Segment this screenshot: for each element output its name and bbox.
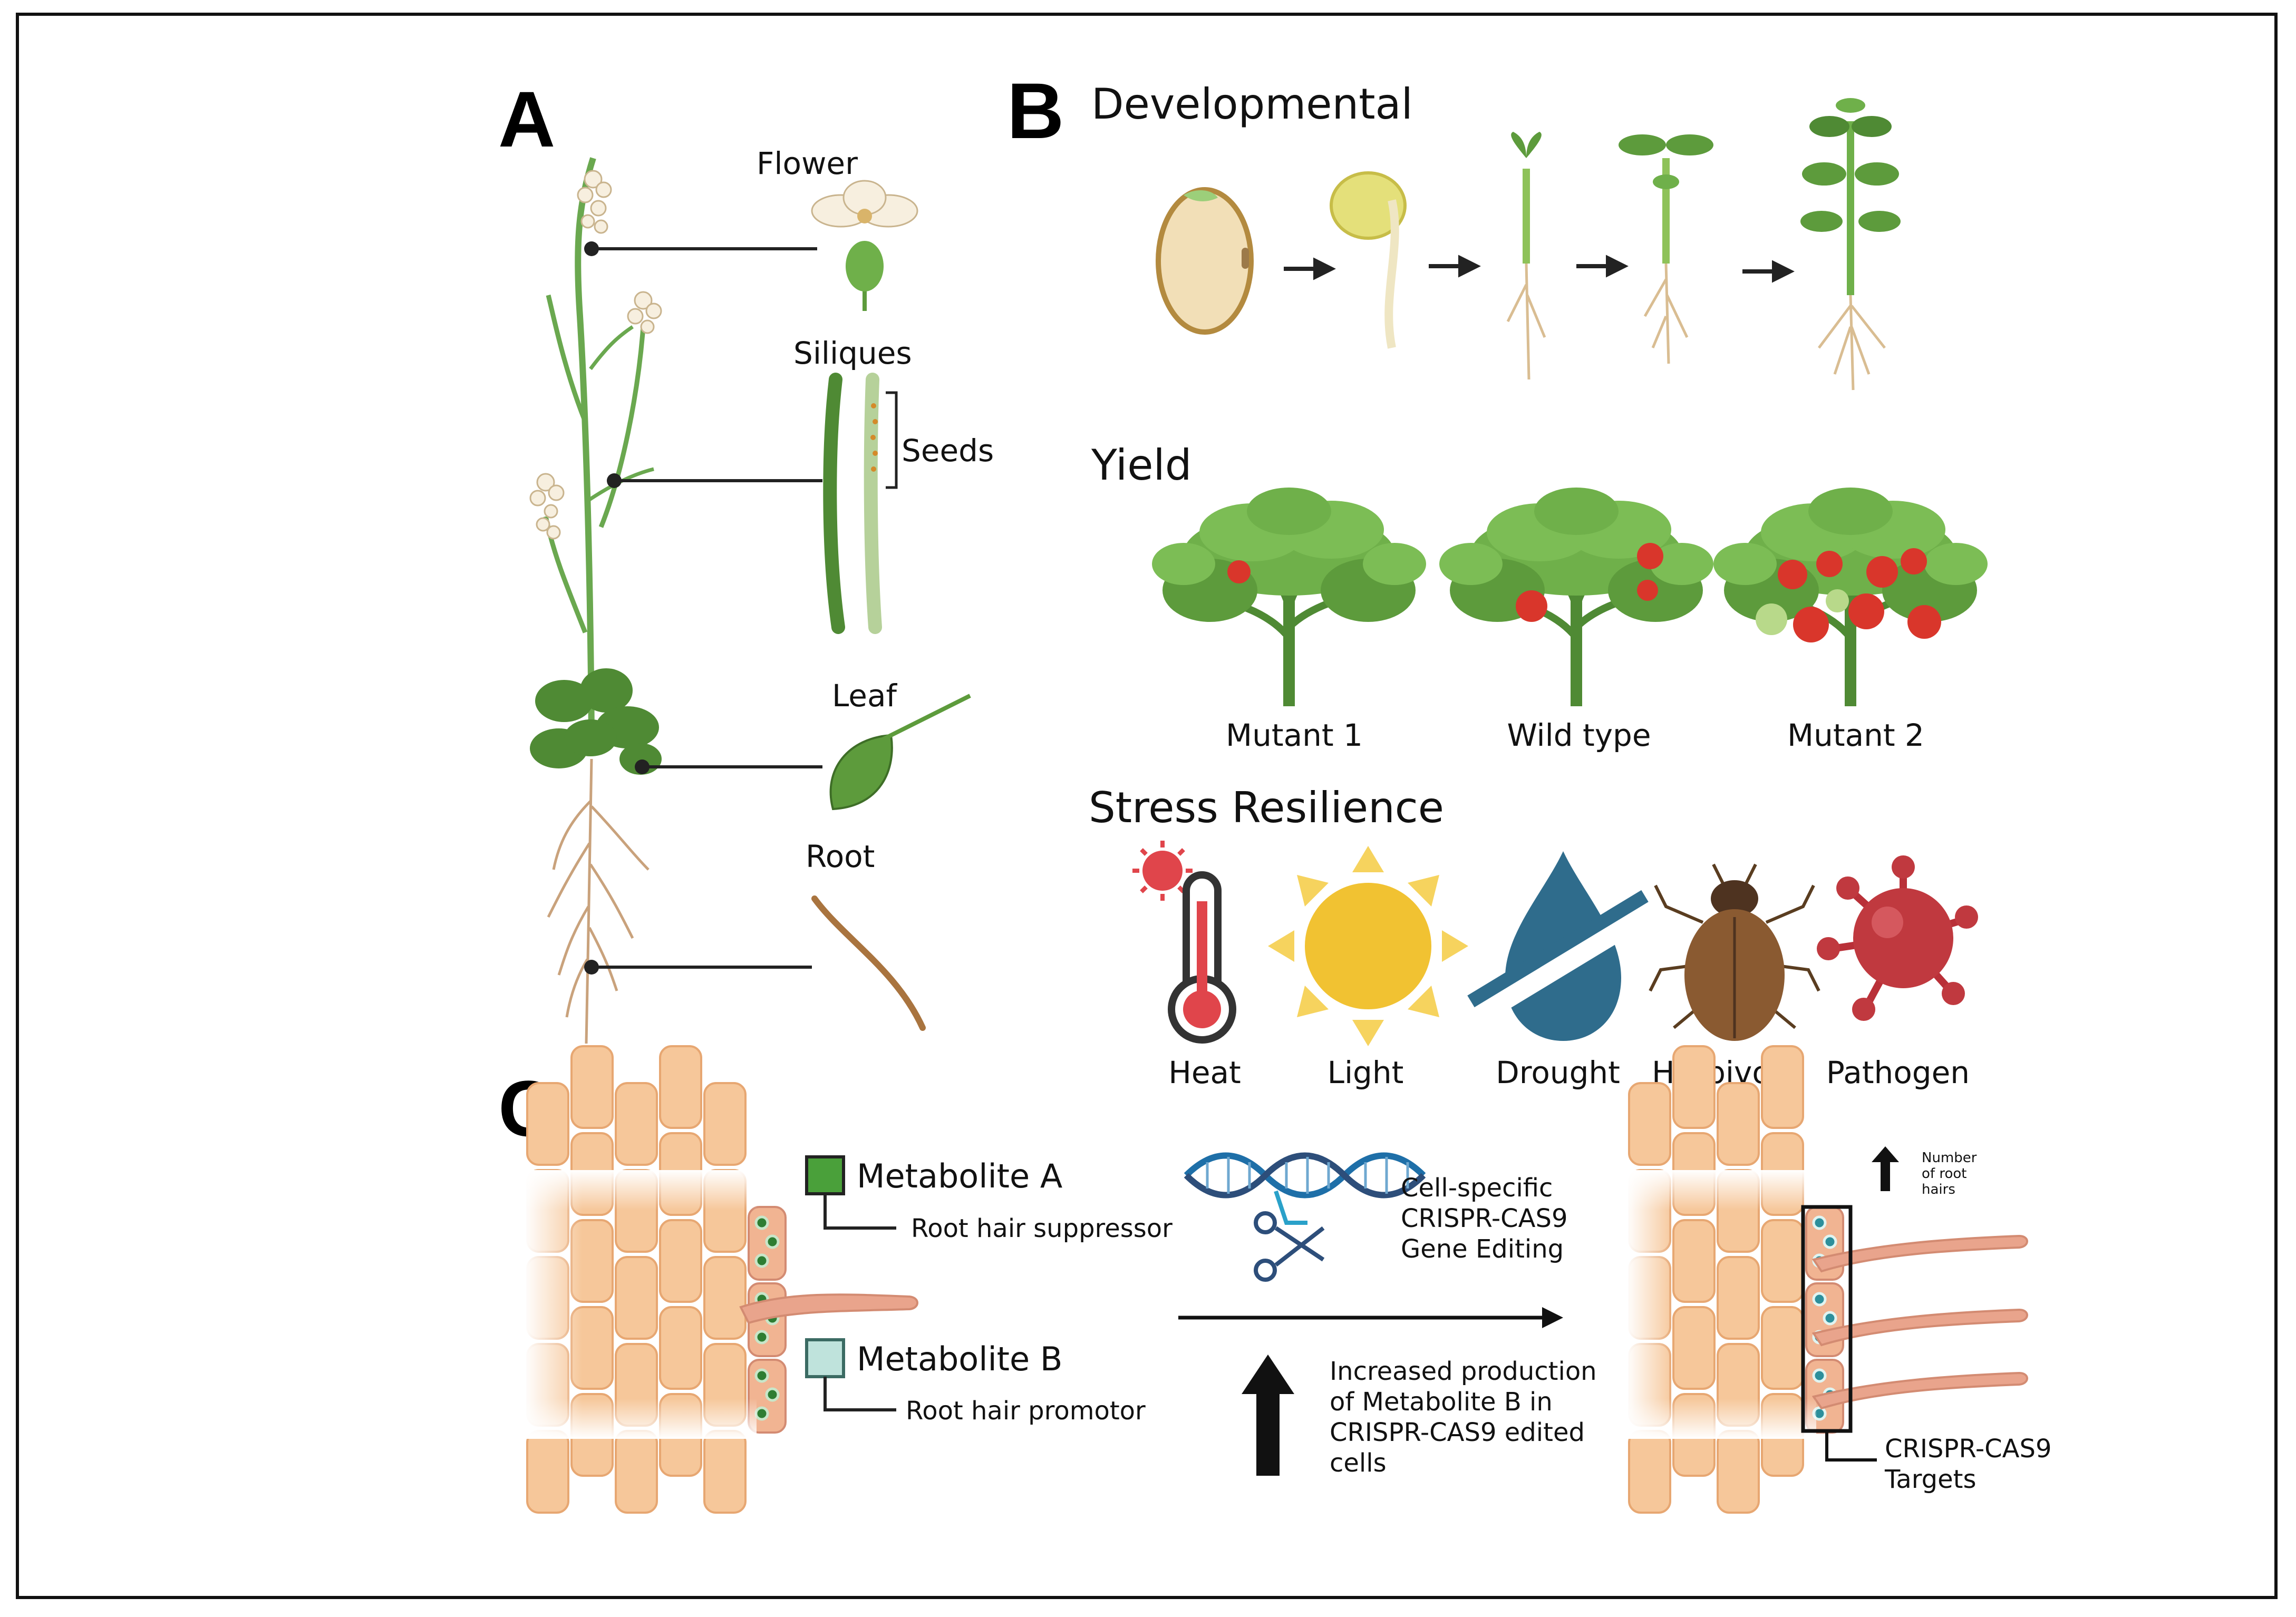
leaf-label: Leaf [832,678,898,714]
crispr-text-line: Gene Editing [1401,1234,1564,1264]
yield-labels: Mutant 1 Wild type Mutant 2 [1226,717,1924,753]
tomato-plant-mutant-1 [1152,488,1426,706]
root-tissue-right [1626,1045,2028,1514]
panel-a-leader-lines [592,247,822,969]
metabolite-b-swatch [805,1338,845,1378]
root-cell [1761,1045,1804,1129]
increase-text-line: of Metabolite B in [1330,1387,1553,1417]
yield-heading: Yield [1091,441,1191,490]
siliques-illustration [823,373,898,634]
development-arrows [1284,255,1795,283]
root-cell [659,1045,702,1129]
stress-label: Light [1328,1055,1404,1090]
stress-label: Heat [1168,1055,1241,1090]
root-cell [526,1430,569,1514]
metabolite-a-dot [765,1387,780,1402]
increase-text-line: cells [1330,1448,1387,1478]
increase-arrow [1242,1355,1294,1476]
metabolite-a-connector [824,1194,896,1230]
editing-arrow [1178,1307,1563,1328]
metabolite-a-dot [754,1406,769,1421]
dna-scissors-icon [1184,1152,1426,1282]
metabolite-a-label: Metabolite A [857,1157,1062,1195]
siliques-label: Siliques [793,335,912,371]
root-label: Root [806,839,875,874]
yield-label: Mutant 1 [1226,717,1363,753]
panel-b-letter: B [1007,66,1064,155]
leaf-illustration [829,694,971,811]
developmental-heading: Developmental [1091,80,1413,129]
root-cell [615,1082,658,1166]
hair-count-arrow [1872,1146,1899,1191]
root-illustration [811,895,926,1031]
crispr-text-line: Cell-specific [1401,1173,1553,1203]
root-cell [1672,1045,1716,1129]
metabolite-b-desc: Root hair promotor [906,1396,1146,1426]
root-cell [615,1430,658,1514]
tomato-plant-wild-type [1439,488,1713,706]
development-stages [1156,98,1901,391]
metabolite-a-dot [754,1330,769,1345]
root-cell [1717,1430,1760,1514]
stress-resilience-heading: Stress Resilience [1089,783,1444,832]
flower-illustration [811,180,918,311]
root-cell [570,1045,614,1129]
root-cell [526,1082,569,1166]
increase-text-line: CRISPR-CAS9 edited [1330,1418,1585,1447]
tomato-plant-mutant-2 [1713,488,1988,706]
pathogen-virus-icon [1817,855,1978,1021]
metabolite-b-connector [824,1377,896,1411]
figure-frame [16,13,2278,1599]
metabolite-a-dot [754,1215,769,1230]
increase-text-line: Increased production [1330,1357,1597,1386]
metabolite-a-dot [765,1234,780,1249]
seeds-label: Seeds [902,433,994,469]
root-cell [703,1430,747,1514]
light-sun-icon [1268,846,1468,1046]
metabolite-a-desc: Root hair suppressor [911,1214,1173,1243]
metabolite-b-dot [1823,1311,1837,1326]
metabolite-a-swatch [805,1155,845,1195]
herbivory-beetle-icon [1649,863,1820,1041]
heat-thermometer-icon [1132,841,1236,1044]
hair-count-text-line: Number [1922,1150,1977,1166]
crispr-text-line: CRISPR-CAS9 [1401,1204,1568,1233]
panel-a-letter: A [498,75,555,163]
root-cell [1717,1082,1760,1166]
root-cell [703,1082,747,1166]
hair-count-text-line: hairs [1922,1182,1955,1197]
hair-count-text-line: of root [1922,1166,1966,1182]
flower-label: Flower [757,145,858,181]
root-tissue-left [525,1045,918,1514]
drought-drop-icon [1465,851,1656,1041]
metabolite-a-dot [754,1253,769,1268]
arabidopsis-plant [529,157,662,1044]
metabolite-b-dot [1823,1234,1837,1249]
tomato-plants [1152,488,1988,706]
metabolite-a-dot [754,1368,769,1383]
metabolite-b-label: Metabolite B [857,1340,1062,1378]
targets-text-line: Targets [1884,1465,1977,1494]
yield-label: Wild type [1507,717,1651,753]
yield-label: Mutant 2 [1787,717,1924,753]
stress-icons [1132,841,1978,1046]
targets-text-line: CRISPR-CAS9 [1885,1434,2052,1464]
stress-label: Pathogen [1826,1055,1970,1090]
root-cell [1628,1082,1671,1166]
stress-label: Drought [1496,1055,1620,1090]
root-cell [1628,1430,1671,1514]
panel-a-leader-dots [584,241,650,975]
